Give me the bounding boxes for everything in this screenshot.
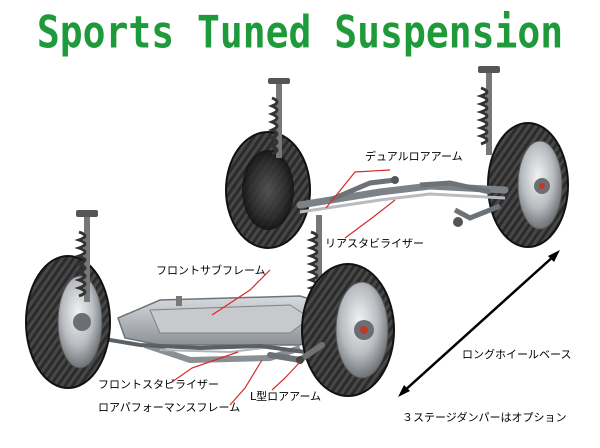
- rear-suspension-arms: [296, 176, 509, 227]
- front-left-strut: [74, 210, 98, 302]
- leader-front-stabilizer: [171, 351, 239, 383]
- leader-lines: [171, 169, 396, 406]
- rear-right-strut: [476, 66, 500, 155]
- rear-left-strut: [267, 78, 290, 158]
- label-three-stage-damper: ３ステージダンパーはオプション: [402, 411, 567, 424]
- rear-left-wheel: [225, 131, 311, 249]
- label-front-stabilizer: フロントスタビライザー: [98, 378, 219, 391]
- l-lower-arm: [267, 342, 325, 364]
- leader-dual-lower-arm: [325, 169, 391, 209]
- wheelbase-arrow: [398, 250, 560, 397]
- label-rear-stabilizer: リアスタビライザー: [325, 237, 424, 250]
- front-subframe: [117, 295, 331, 364]
- leader-front-subframe: [211, 269, 271, 316]
- label-long-wheelbase: ロングホイールベース: [462, 348, 572, 361]
- front-left-wheel: [25, 255, 111, 389]
- leader-rear-stabilizer: [344, 199, 396, 239]
- front-stabilizer-bar: [97, 336, 306, 354]
- rear-right-wheel: [487, 122, 569, 248]
- front-right-wheel: [301, 263, 395, 397]
- label-front-subframe: フロントサブフレーム: [156, 264, 266, 277]
- leader-lower-performance-frame: [229, 359, 263, 406]
- label-lower-performance-frame: ロアパフォーマンスフレーム: [98, 401, 241, 414]
- page-title: Sports Tuned Suspension: [36, 6, 564, 58]
- leader-l-lower-arm: [271, 361, 301, 391]
- label-l-lower-arm: L型ロアアーム: [250, 390, 322, 403]
- label-dual-lower-arm: デュアルロアアーム: [365, 150, 463, 163]
